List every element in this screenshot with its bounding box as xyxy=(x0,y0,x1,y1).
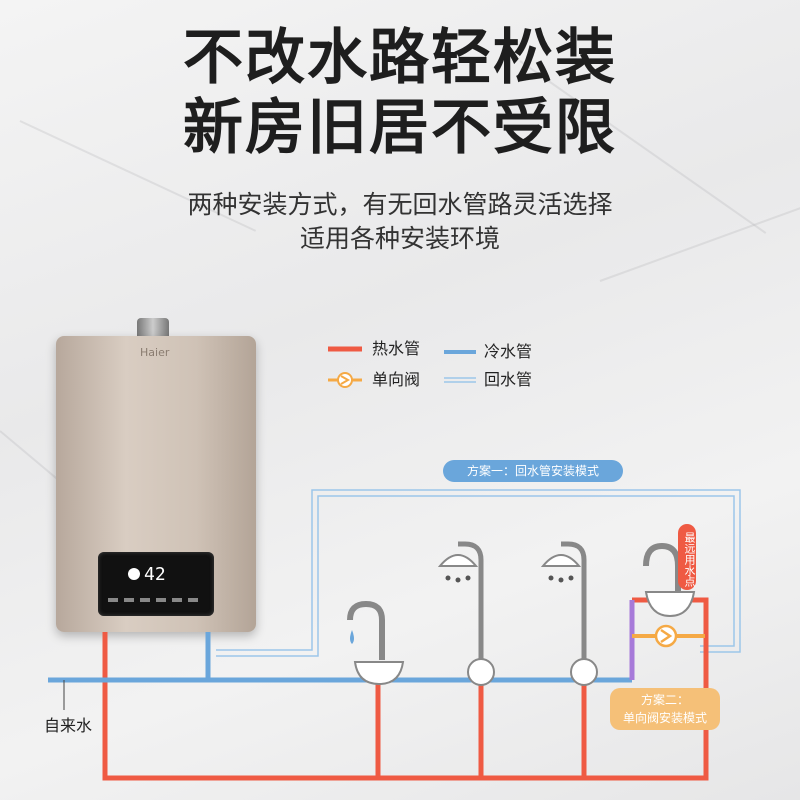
legend-hot-label: 热水管 xyxy=(372,339,421,358)
plan1-label: 方案一：回水管安装模式 xyxy=(443,460,623,482)
subtitle-line1: 两种安装方式，有无回水管路灵活选择 xyxy=(187,190,613,219)
legend-cold-label: 冷水管 xyxy=(484,342,533,361)
legend-return-label: 回水管 xyxy=(484,370,533,389)
subtitle-line2: 适用各种安装环境 xyxy=(299,224,500,253)
check-valve-icon xyxy=(654,624,678,648)
shower-icon-2 xyxy=(540,541,598,686)
panel-logo-icon xyxy=(128,568,140,580)
heater-brand: Haier xyxy=(140,346,170,359)
legend-valve-label: 单向阀 xyxy=(372,370,421,389)
plan2-label-line2: 单向阀安装模式 xyxy=(622,711,707,725)
plan2-label: 方案二： 单向阀安装模式 xyxy=(610,688,720,730)
faucet-icon-1 xyxy=(347,600,405,686)
legend-valve-icon xyxy=(328,372,362,388)
heater-flue xyxy=(137,318,169,340)
heater-control-panel: 42 xyxy=(98,552,214,616)
faucet-icon-2 xyxy=(643,542,696,618)
tap-water-label: 自来水 xyxy=(44,716,93,735)
hot-pipe-network xyxy=(102,590,709,781)
headline-line2: 新房旧居不受限 xyxy=(183,93,617,163)
farthest-point-badge: 最远用水点 xyxy=(678,524,696,590)
headline-line1: 不改水路轻松装 xyxy=(183,23,617,93)
panel-buttons xyxy=(108,598,204,602)
shower-icon-1 xyxy=(437,541,495,686)
legend-return-swatch xyxy=(444,377,476,383)
return-pipe-loop xyxy=(216,489,741,657)
cold-pipe-network xyxy=(48,632,632,683)
panel-display: 42 xyxy=(144,564,166,585)
plan2-label-line1: 方案二： xyxy=(640,693,689,707)
